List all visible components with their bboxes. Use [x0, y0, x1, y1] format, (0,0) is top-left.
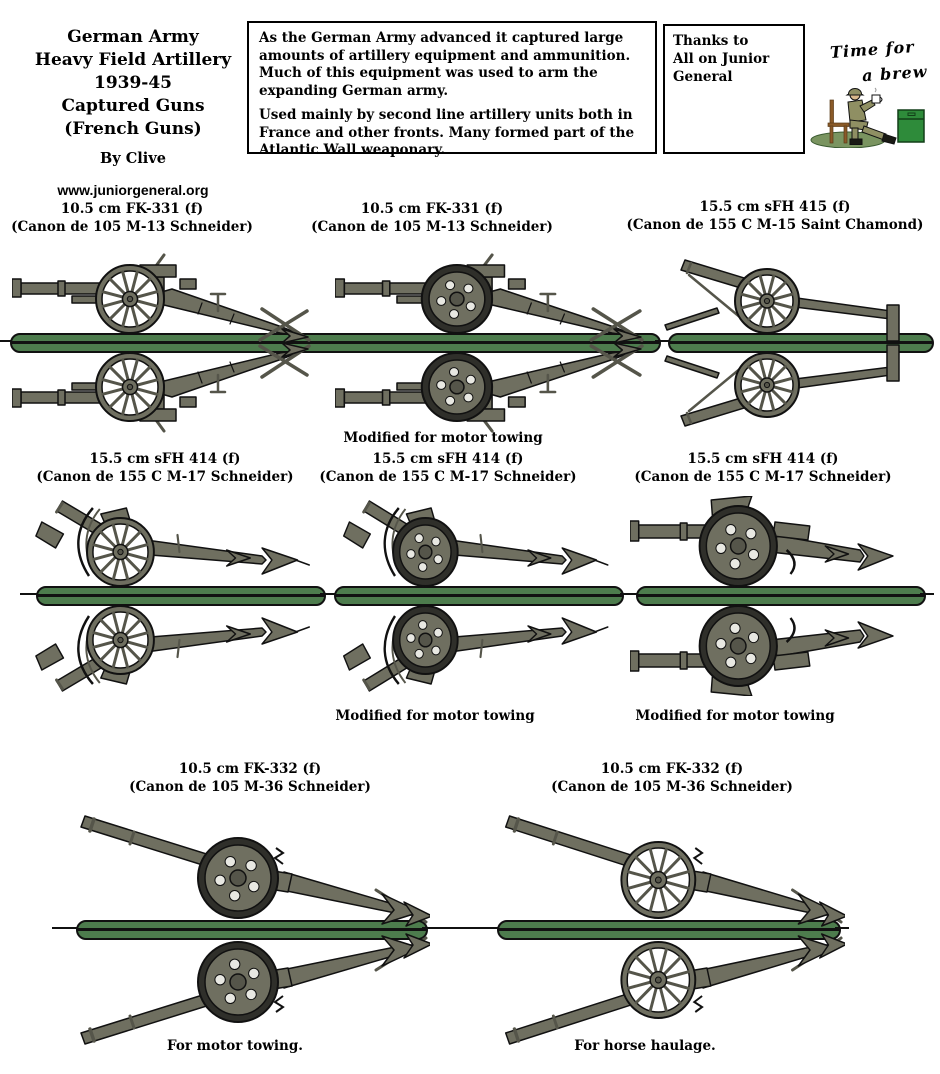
- gun-name: 15.5 cm sFH 415 (f): [699, 199, 851, 215]
- title-line: Captured Guns: [61, 96, 205, 116]
- cut-line: [0, 340, 12, 342]
- gun-subname: (Canon de 155 C M-17 Schneider): [319, 469, 577, 485]
- title-line: 1939-45: [93, 73, 173, 93]
- gun-figure-bottom: [664, 344, 900, 427]
- gun-label: 15.5 cm sFH 414 (f) (Canon de 155 C M-17 …: [0, 450, 335, 486]
- gun-figure-bottom: [80, 933, 430, 1045]
- gun-label: 15.5 cm sFH 414 (f) (Canon de 155 C M-17 …: [278, 450, 618, 486]
- crate: [897, 109, 925, 143]
- chair: [827, 99, 850, 144]
- byline: By Clive: [100, 150, 166, 167]
- gun-figure-top: [342, 500, 609, 587]
- gun-caption: For horse haulage.: [574, 1038, 716, 1054]
- brew-caption-line2: a brew: [861, 61, 929, 86]
- gun-label: 10.5 cm FK-332 (f) (Canon de 105 M-36 Sch…: [80, 760, 420, 796]
- base-strip: [76, 920, 428, 940]
- gun-label: 10.5 cm FK-332 (f) (Canon de 105 M-36 Sch…: [502, 760, 842, 796]
- mug: [871, 94, 881, 104]
- boot: [849, 138, 863, 145]
- gun-name: 15.5 cm sFH 414 (f): [687, 451, 839, 467]
- steam: [874, 87, 877, 93]
- gun-caption: Modified for motor towing: [635, 708, 835, 724]
- cut-line: [620, 593, 638, 595]
- base-strip: [36, 586, 326, 606]
- base-strip: [668, 333, 934, 353]
- gun-figure-bottom: [12, 343, 311, 433]
- base-strip: [497, 920, 841, 940]
- title-line: German Army: [67, 27, 199, 47]
- gun-name: 10.5 cm FK-331 (f): [360, 201, 504, 217]
- gun-subname: (Canon de 155 C M-17 Schneider): [36, 469, 294, 485]
- gun-subname: (Canon de 105 M-36 Schneider): [129, 779, 371, 795]
- gun-subname: (Canon de 105 M-13 Schneider): [311, 219, 553, 235]
- gun-figure-top: [35, 500, 311, 587]
- soldier-brew-illustration: [810, 87, 925, 148]
- gun-caption: Modified for motor towing: [335, 708, 535, 724]
- gun-name: 15.5 cm sFH 414 (f): [89, 451, 241, 467]
- description-box: As the German Army advanced it captured …: [247, 21, 657, 158]
- gun-name: 10.5 cm FK-332 (f): [178, 761, 322, 777]
- cut-line: [920, 593, 934, 595]
- base-strip: [334, 586, 624, 606]
- thanks-line: General: [673, 69, 733, 85]
- gun-figure-bottom: [630, 605, 894, 696]
- thanks-line: Thanks to: [673, 33, 749, 49]
- gun-subname: (Canon de 105 M-13 Schneider): [11, 219, 253, 235]
- website-text: www.juniorgeneral.org: [57, 182, 209, 198]
- gun-name: 10.5 cm FK-332 (f): [600, 761, 744, 777]
- gun-figure-bottom: [335, 343, 644, 433]
- cut-line: [20, 593, 38, 595]
- gun-figure-bottom: [35, 605, 311, 692]
- gun-figure-top: [504, 815, 845, 927]
- description-paragraph: As the German Army advanced it captured …: [259, 30, 631, 99]
- gun-figure-bottom: [504, 933, 845, 1045]
- gun-figure-top: [80, 815, 430, 927]
- page-title: German Army Heavy Field Artillery 1939-4…: [18, 26, 248, 198]
- gun-subname: (Canon de 155 C M-15 Saint Chamond): [626, 217, 924, 233]
- description-paragraph: Used mainly by second line artillery uni…: [259, 107, 635, 158]
- gun-label: 10.5 cm FK-331 (f) (Canon de 105 M-13 Sch…: [0, 200, 302, 236]
- thanks-box: Thanks to All on Junior General: [663, 24, 805, 154]
- cut-line: [835, 927, 849, 929]
- title-line: (French Guns): [64, 119, 202, 139]
- helmet: [845, 88, 865, 96]
- cut-line: [320, 593, 336, 595]
- gun-name: 10.5 cm FK-331 (f): [60, 201, 204, 217]
- gun-label: 10.5 cm FK-331 (f) (Canon de 105 M-13 Sch…: [262, 200, 602, 236]
- gun-figure-top: [12, 253, 311, 343]
- gun-subname: (Canon de 105 M-36 Schneider): [551, 779, 793, 795]
- gun-label: 15.5 cm sFH 414 (f) (Canon de 155 C M-17 …: [593, 450, 933, 486]
- gun-figure-top: [630, 496, 894, 587]
- cut-line: [422, 927, 499, 929]
- gun-figure-top: [335, 253, 644, 343]
- gun-subname: (Canon de 155 C M-17 Schneider): [634, 469, 892, 485]
- gun-caption: For motor towing.: [167, 1038, 303, 1054]
- boot: [881, 133, 897, 145]
- base-strip: [10, 333, 661, 353]
- soldier: [845, 87, 897, 145]
- gun-label: 15.5 cm sFH 415 (f) (Canon de 155 C M-15 …: [605, 198, 940, 234]
- cut-line: [52, 927, 78, 929]
- brew-caption-line1: Time for: [829, 37, 916, 62]
- gun-figure-top: [664, 259, 900, 342]
- gun-name: 15.5 cm sFH 414 (f): [372, 451, 524, 467]
- gun-figure-bottom: [342, 605, 609, 692]
- base-strip: [636, 586, 926, 606]
- cut-line: [655, 340, 670, 342]
- gun-caption: Modified for motor towing: [343, 430, 543, 446]
- thanks-line: All on Junior: [673, 51, 770, 67]
- title-line: Heavy Field Artillery: [34, 50, 232, 70]
